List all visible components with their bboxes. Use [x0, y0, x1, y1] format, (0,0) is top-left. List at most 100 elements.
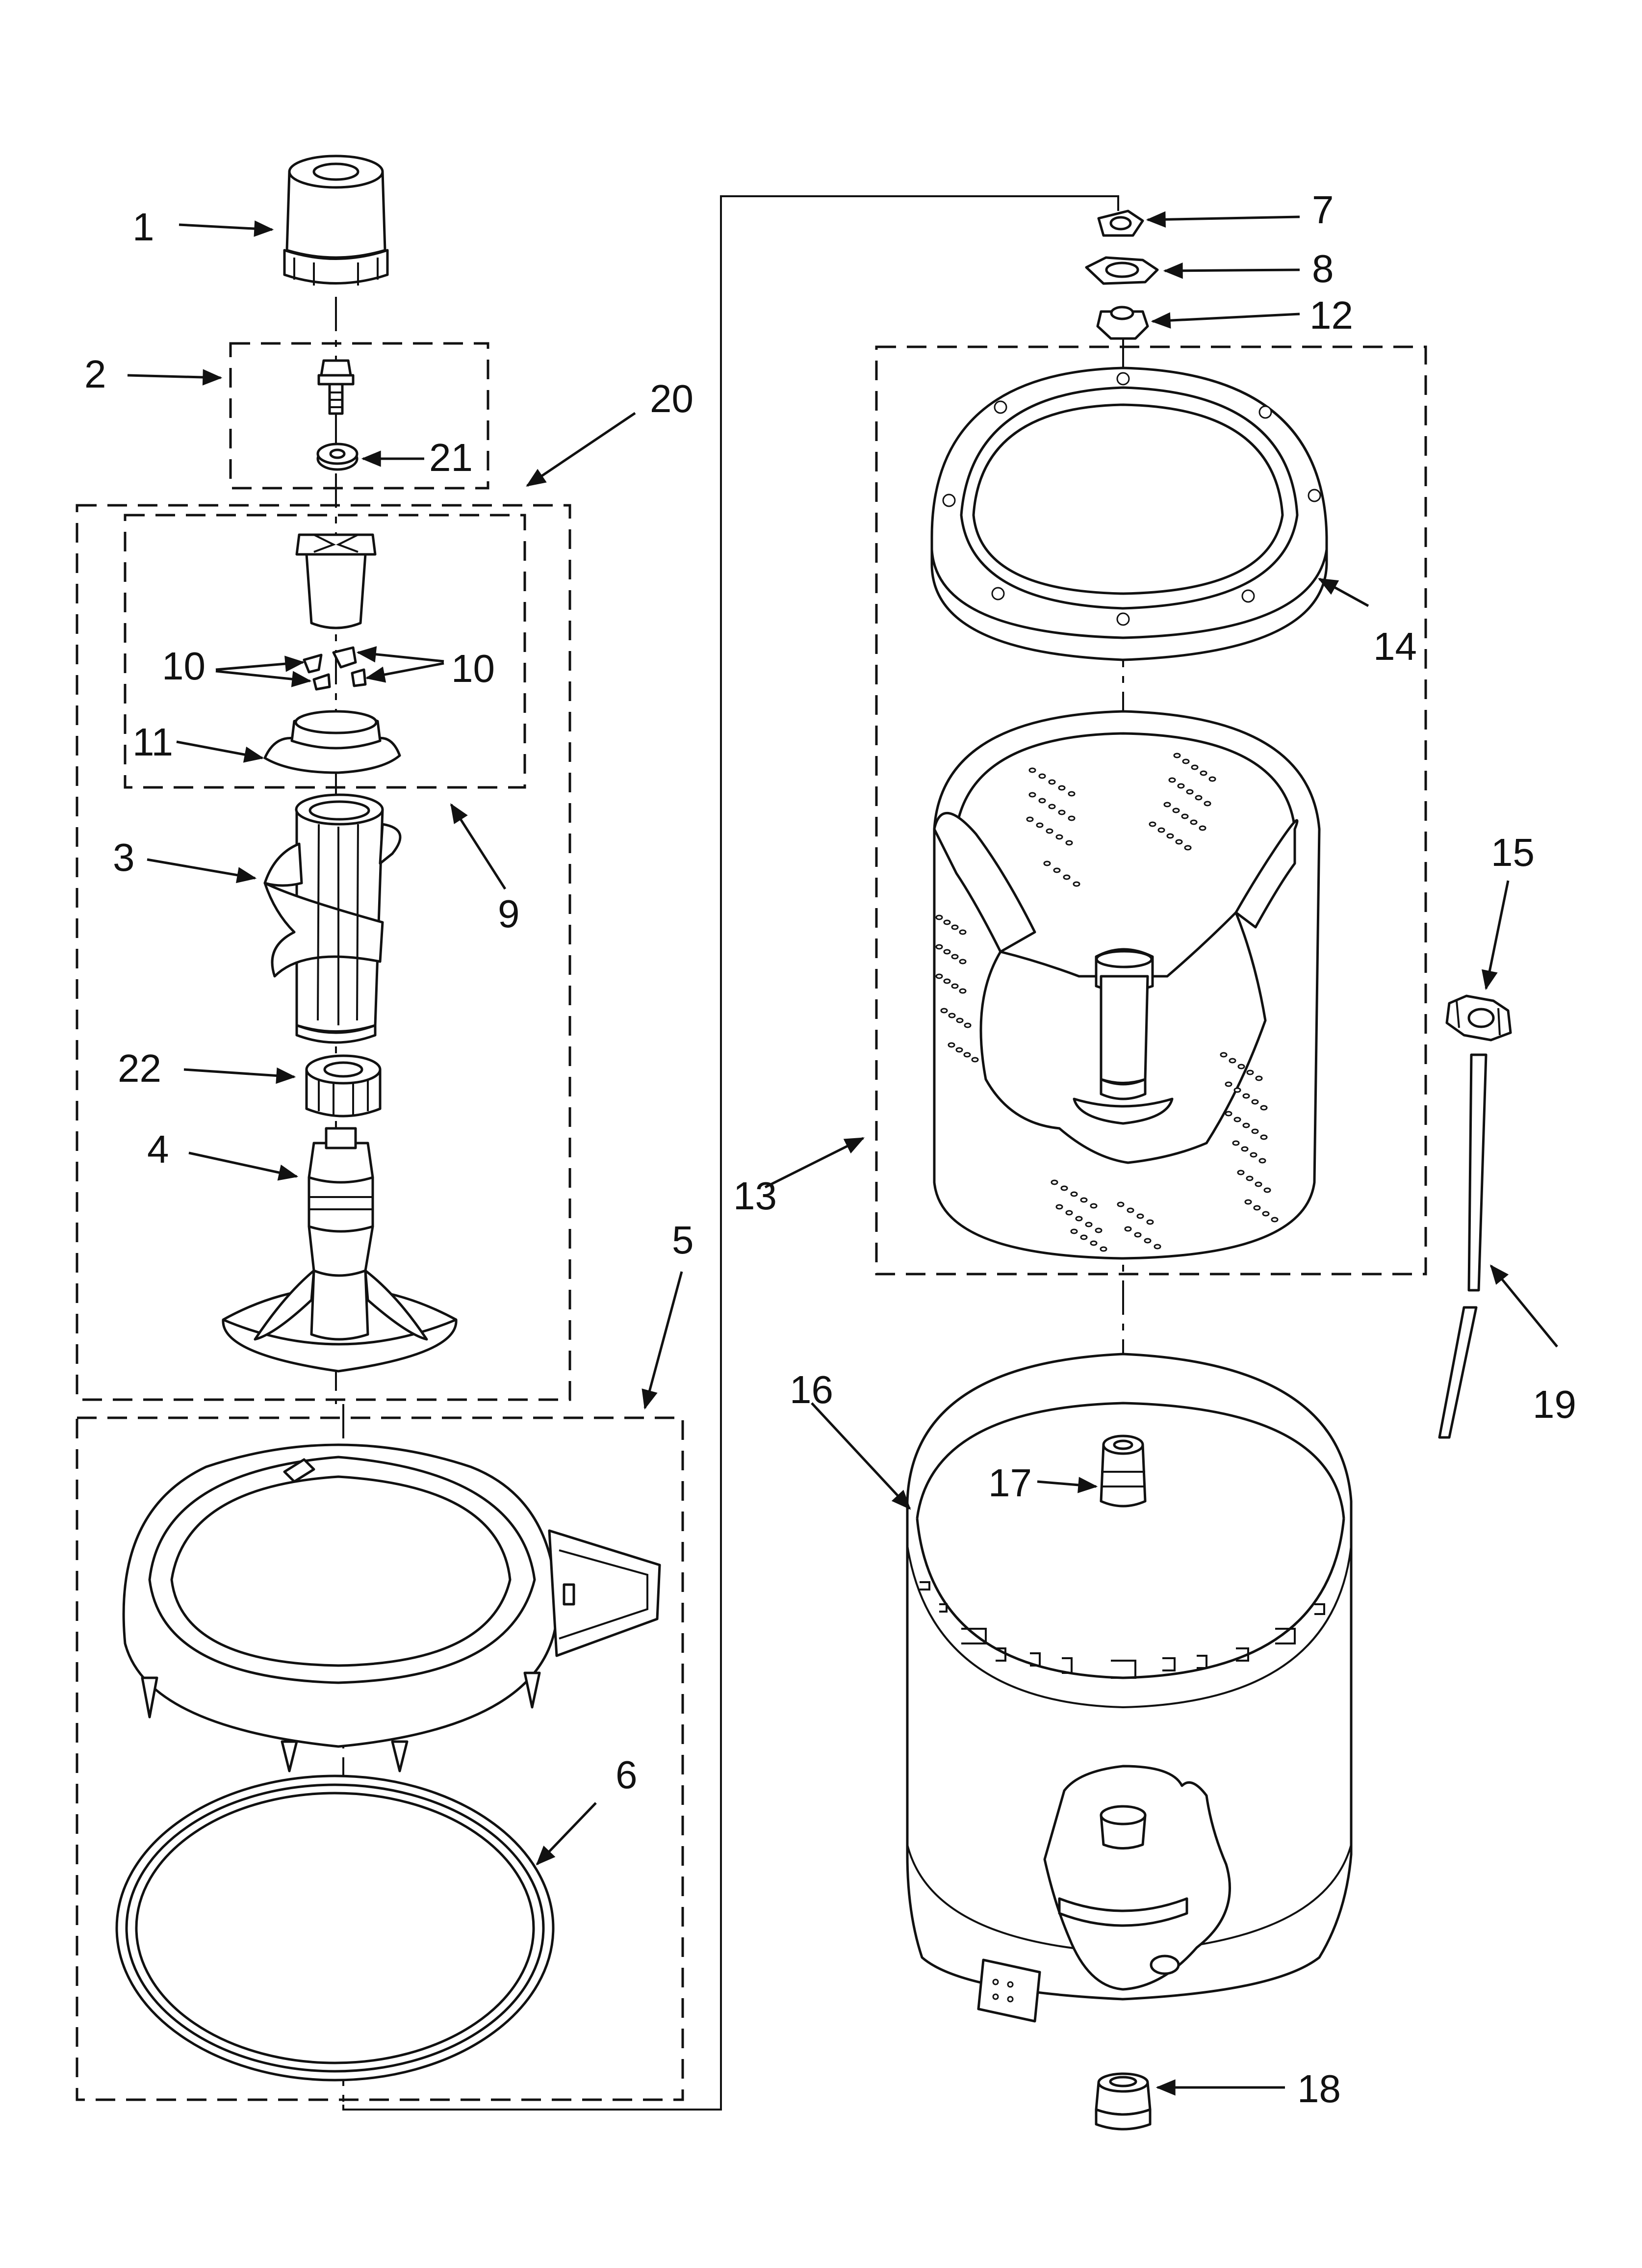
tub-washer-part: [1085, 256, 1159, 285]
dog-clip-d: [351, 668, 367, 687]
basket-hole: [1175, 839, 1183, 845]
tub-rib: [939, 1603, 948, 1613]
basket-hole: [1028, 767, 1036, 773]
hub-tube-part: [1100, 1434, 1147, 1508]
group-box-13: [875, 345, 1427, 1276]
basket-hole: [1124, 1226, 1132, 1232]
basket-hole: [1195, 795, 1203, 801]
washer-part: [316, 443, 359, 471]
basket-hole: [1168, 777, 1176, 783]
basket-hole: [1242, 1122, 1250, 1128]
callout-12: 12: [1309, 293, 1353, 337]
basket-hole: [1184, 845, 1192, 851]
seal-ring-part: [115, 1774, 555, 2082]
basket-hole: [1172, 808, 1180, 813]
tub-ribs: [920, 1581, 1325, 1679]
basket-hole: [1068, 791, 1076, 797]
basket-hole: [959, 959, 967, 965]
basket-hole: [948, 1042, 955, 1048]
cam-part: [295, 533, 377, 629]
basket-hole: [1048, 779, 1056, 785]
tub-rib: [1275, 1628, 1296, 1644]
basket-hole: [1036, 822, 1044, 828]
basket-hole: [951, 983, 959, 989]
basket-hole: [1134, 1232, 1142, 1238]
callout-21: 21: [429, 436, 473, 479]
basket-hole: [1233, 1117, 1241, 1122]
callout-2: 2: [84, 352, 106, 396]
basket-hole: [1237, 1064, 1245, 1069]
basket-hole: [1157, 827, 1165, 833]
basket-hole: [1144, 1238, 1152, 1244]
drain-plug-part: [1095, 2072, 1152, 2131]
tub-rib: [1236, 1647, 1249, 1662]
basket-hole: [964, 1022, 972, 1028]
basket-part: [933, 710, 1321, 1260]
basket-hole: [1026, 816, 1034, 822]
basket-hole: [1070, 1191, 1078, 1197]
basket-hole: [1208, 776, 1216, 782]
callout-16: 16: [790, 1368, 833, 1411]
basket-hole: [943, 949, 951, 955]
callout-10-left: 10: [162, 644, 205, 688]
basket-hole: [1233, 1087, 1241, 1093]
basket-hole: [1043, 860, 1051, 866]
basket-hole: [1117, 1201, 1125, 1207]
callout-5: 5: [672, 1218, 694, 1262]
basket-hole: [1260, 1105, 1268, 1111]
dog-clip-b: [332, 646, 357, 669]
basket-hole: [1220, 1052, 1228, 1058]
callout-8: 8: [1312, 247, 1334, 290]
basket-hole: [1263, 1187, 1271, 1193]
basket-hole: [935, 973, 943, 979]
tub-rib: [1030, 1652, 1041, 1667]
basket-hole: [1186, 789, 1194, 795]
basket-hole: [1166, 833, 1174, 839]
basket-hole: [1028, 792, 1036, 798]
callout-6: 6: [616, 1753, 638, 1797]
basket-hole: [1055, 834, 1063, 840]
basket-hole: [1255, 1075, 1263, 1081]
basket-hole: [1090, 1203, 1098, 1209]
tub-rib: [1314, 1603, 1325, 1615]
hose-part: [1438, 1053, 1488, 1439]
basket-hole: [1048, 804, 1056, 809]
callout-18: 18: [1297, 2067, 1341, 2111]
basket-perforations: [935, 753, 1279, 1252]
tub-rib: [1162, 1657, 1176, 1671]
spanner-nut-part: [1097, 209, 1144, 237]
basket-hole: [1232, 1140, 1240, 1146]
basket-hole: [1080, 1234, 1088, 1240]
basket-hole: [1068, 815, 1076, 821]
basket-hole: [1204, 801, 1211, 807]
callout-22: 22: [118, 1046, 161, 1090]
auger-part: [263, 793, 402, 1044]
basket-hole: [1244, 1199, 1252, 1205]
basket-hole: [1080, 1197, 1088, 1203]
basket-hole: [943, 919, 951, 925]
basket-hole: [1085, 1222, 1093, 1227]
basket-hole: [1065, 840, 1073, 846]
basket-hole: [1253, 1205, 1261, 1211]
callout-13: 13: [733, 1174, 777, 1218]
basket-hole: [1255, 1181, 1262, 1187]
basket-hole: [1090, 1240, 1098, 1246]
basket-hole: [959, 988, 967, 994]
basket-hole: [971, 1057, 979, 1063]
basket-hole: [963, 1052, 971, 1058]
basket-hole: [1063, 874, 1071, 880]
basket-hole: [1237, 1170, 1245, 1175]
basket-hole: [959, 929, 967, 935]
tub-rib: [920, 1581, 930, 1590]
basket-hole: [1199, 825, 1206, 831]
basket-hole: [940, 1008, 948, 1014]
dog-ring-part: [263, 710, 401, 774]
basket-hole: [1225, 1111, 1232, 1117]
tub-ring-part: [122, 1443, 661, 1773]
basket-hole: [1053, 867, 1061, 873]
basket-hole: [1258, 1158, 1266, 1164]
callout-labels: 1 2 21 20 10 10 11 9 3 22 4 5 6 7 8 12 1…: [84, 188, 1576, 2111]
basket-hole: [1173, 753, 1181, 758]
basket-hole: [1190, 819, 1198, 825]
